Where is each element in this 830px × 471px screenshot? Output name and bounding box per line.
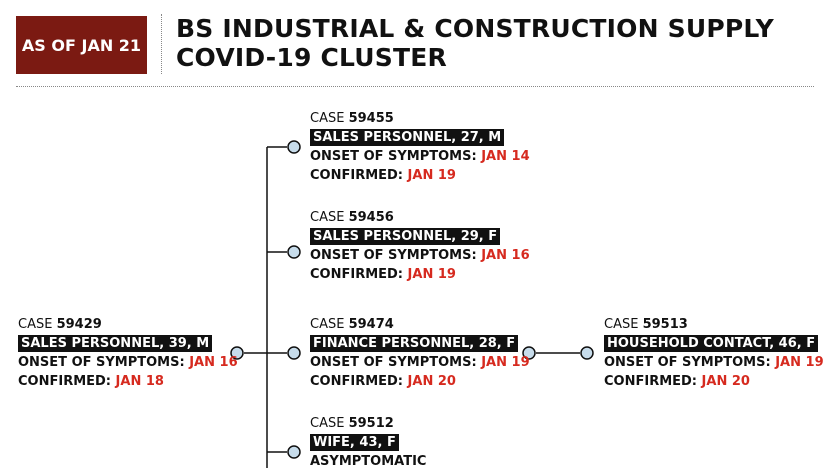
header-rule: [16, 86, 814, 87]
header-divider: [161, 14, 162, 74]
as-of-date-badge: AS OF JAN 21: [16, 16, 147, 74]
confirmed-line: CONFIRMED: JAN 19: [310, 168, 456, 183]
node-dot-59512: [287, 445, 301, 459]
node-dot-59455: [287, 140, 301, 154]
onset-line: ONSET OF SYMPTOMS: JAN 19: [310, 355, 530, 370]
case-id: CASE 59455: [310, 111, 394, 126]
node-dot-59513: [580, 346, 594, 360]
node-dot-59474-out: [522, 346, 536, 360]
case-description: FINANCE PERSONNEL, 28, F: [310, 335, 519, 352]
case-description: SALES PERSONNEL, 29, F: [310, 228, 501, 245]
confirmed-line: CONFIRMED: JAN 20: [604, 374, 750, 389]
case-node-59474: CASE 59474 FINANCE PERSONNEL, 28, F ONSE…: [310, 315, 530, 391]
page-title: BS INDUSTRIAL & CONSTRUCTION SUPPLY COVI…: [176, 14, 774, 72]
node-dot-59456: [287, 245, 301, 259]
node-dot-59429: [230, 346, 244, 360]
confirmed-line: CONFIRMED: JAN 18: [18, 374, 164, 389]
case-description: SALES PERSONNEL, 39, M: [18, 335, 213, 352]
case-description: HOUSEHOLD CONTACT, 46, F: [604, 335, 819, 352]
node-dot-59474-in: [287, 346, 301, 360]
case-node-59455: CASE 59455 SALES PERSONNEL, 27, M ONSET …: [310, 109, 530, 185]
case-node-59456: CASE 59456 SALES PERSONNEL, 29, F ONSET …: [310, 208, 530, 284]
case-node-59513: CASE 59513 HOUSEHOLD CONTACT, 46, F ONSE…: [604, 315, 824, 391]
case-node-59429: CASE 59429 SALES PERSONNEL, 39, M ONSET …: [18, 315, 238, 391]
onset-line: ONSET OF SYMPTOMS: JAN 16: [310, 248, 530, 263]
case-description: WIFE, 43, F: [310, 434, 399, 451]
title-line-1: BS INDUSTRIAL & CONSTRUCTION SUPPLY: [176, 14, 774, 43]
case-id: CASE 59474: [310, 317, 394, 332]
confirmed-line: CONFIRMED: JAN 20: [310, 374, 456, 389]
case-description: SALES PERSONNEL, 27, M: [310, 129, 505, 146]
case-id: CASE 59456: [310, 210, 394, 225]
onset-line: ONSET OF SYMPTOMS: JAN 14: [310, 149, 530, 164]
onset-line: ONSET OF SYMPTOMS: JAN 19: [604, 355, 824, 370]
case-id: CASE 59512: [310, 416, 394, 431]
case-id: CASE 59513: [604, 317, 688, 332]
title-line-2: COVID-19 CLUSTER: [176, 43, 447, 72]
confirmed-line: CONFIRMED: JAN 19: [310, 267, 456, 282]
status-line: ASYMPTOMATIC: [310, 454, 427, 469]
onset-line: ONSET OF SYMPTOMS: JAN 16: [18, 355, 238, 370]
case-node-59512: CASE 59512 WIFE, 43, F ASYMPTOMATIC: [310, 414, 426, 471]
case-id: CASE 59429: [18, 317, 102, 332]
